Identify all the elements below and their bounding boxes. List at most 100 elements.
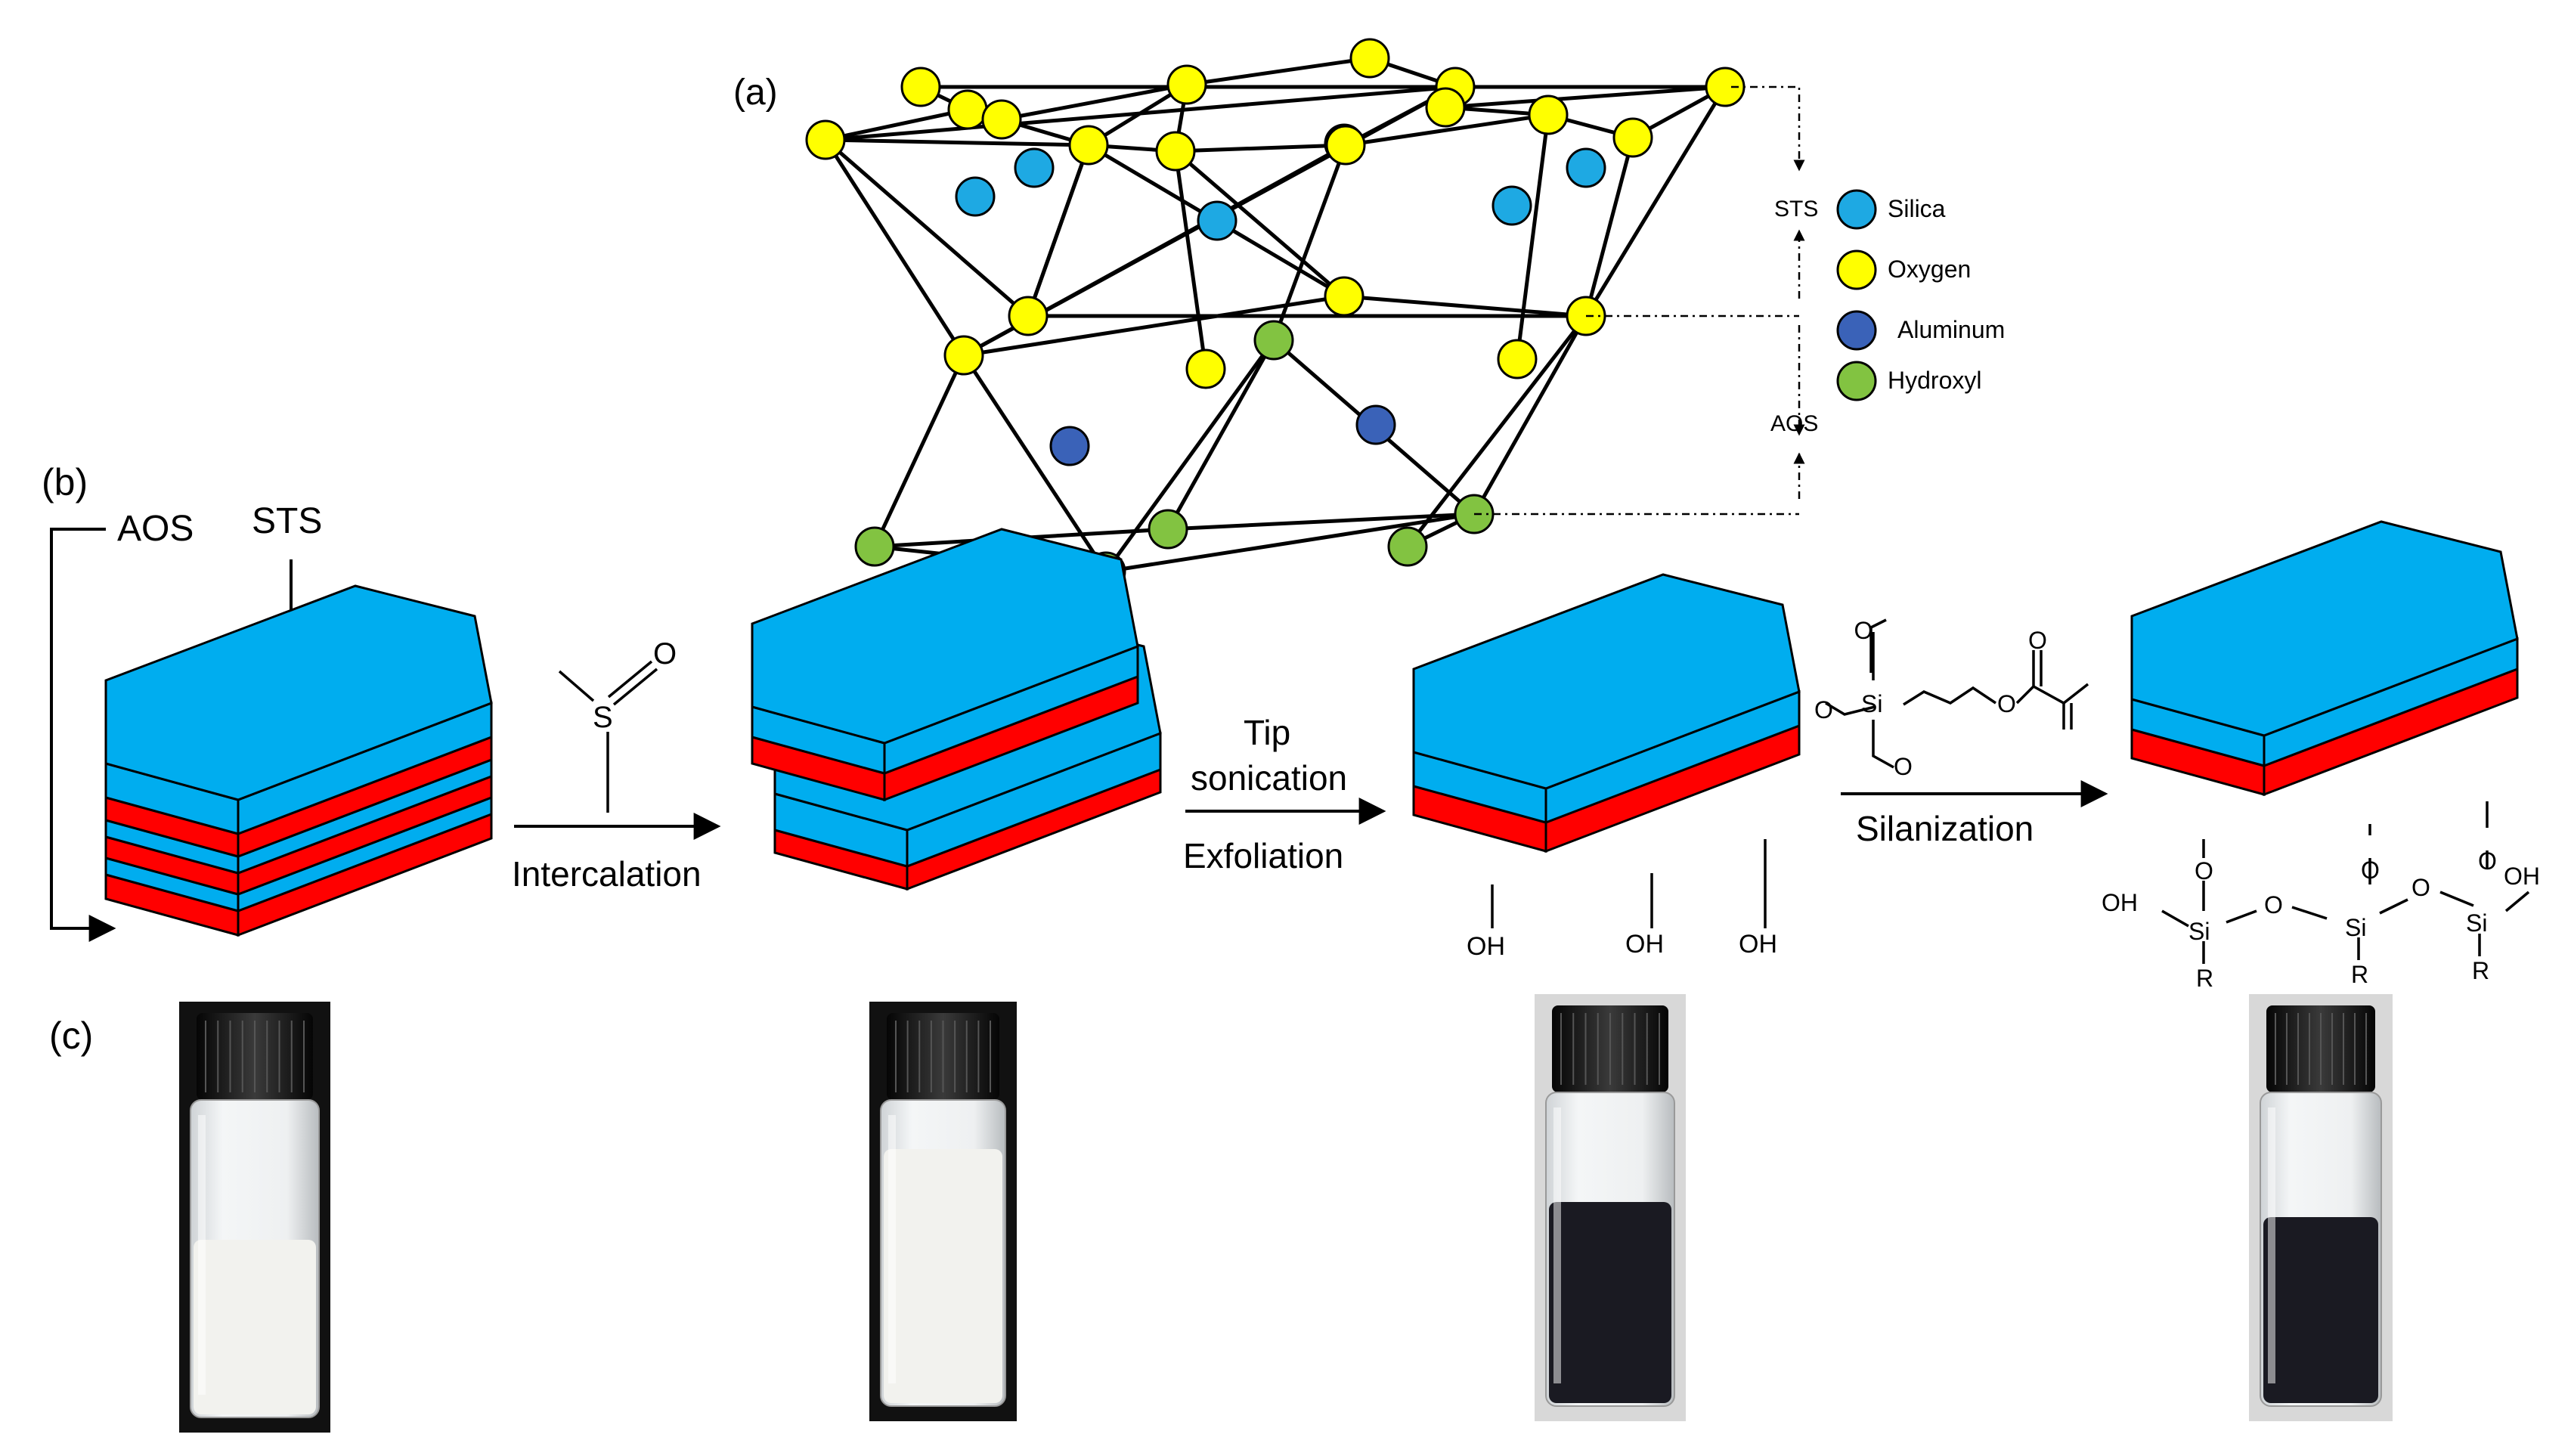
- bond: [1105, 512, 1475, 574]
- hydroxyl-2: OH: [1625, 930, 1664, 959]
- clay-plates: [104, 520, 2519, 937]
- oxygen-atom: [1425, 87, 1466, 128]
- intercalated-plate-upper: [751, 528, 1139, 802]
- glass-highlight: [888, 1115, 896, 1383]
- graft-si-3: Si: [2466, 909, 2487, 937]
- graft-si-1: Si: [2188, 918, 2210, 945]
- silane-o-carbonyl: O: [2028, 627, 2047, 654]
- bond: [1472, 314, 1588, 516]
- oxygen-atom: [1185, 349, 1226, 389]
- legend-oxygen-label: Oxygen: [1888, 256, 1971, 283]
- silane-o-ester: O: [1997, 690, 2016, 717]
- aluminum-atom: [1049, 426, 1090, 466]
- bond: [1584, 85, 1727, 318]
- bond: [823, 138, 966, 357]
- legend-silica-marker: [1836, 189, 1877, 230]
- aluminum-atom: [1355, 404, 1396, 445]
- oxygen-atom: [1155, 131, 1196, 172]
- oxygen-atom: [805, 119, 846, 160]
- bond: [963, 294, 1345, 358]
- graft-r-3: R: [2472, 957, 2489, 984]
- bond: [1175, 143, 1346, 153]
- dmso-molecule: [558, 660, 658, 813]
- bond: [1345, 113, 1549, 147]
- vials: [179, 994, 2393, 1433]
- oxygen-atom: [947, 89, 988, 130]
- oxygen-atom: [1325, 125, 1366, 166]
- legend-hydroxyl-label: Hydroxyl: [1888, 367, 1981, 394]
- bond: [1166, 339, 1276, 531]
- graft-si-2: Si: [2345, 914, 2366, 941]
- vial-liquid: [1549, 1202, 1671, 1403]
- dmso-s-atom: S: [593, 701, 613, 734]
- plate-top-face: [2130, 520, 2519, 737]
- glass-highlight: [2268, 1107, 2275, 1383]
- bond: [1272, 144, 1348, 341]
- hydroxyl-1: OH: [1467, 932, 1505, 961]
- structure-atoms: [805, 38, 1745, 592]
- oxygen-atom: [1008, 296, 1049, 336]
- bond: [825, 138, 1089, 147]
- plate-top-face: [751, 528, 1139, 745]
- graft-oh-1: OH: [2102, 889, 2138, 916]
- oxygen-atom: [943, 335, 984, 376]
- oxygen-atom: [1068, 125, 1109, 166]
- legend-hydroxyl-marker: [1836, 361, 1877, 401]
- bond: [1343, 294, 1587, 318]
- graft-o-3: O: [2478, 847, 2497, 875]
- hydroxyl-atom: [1148, 509, 1188, 550]
- silica-atom: [1491, 185, 1532, 226]
- graft-o-bridge-1: O: [2264, 891, 2283, 919]
- hydroxyl-atom: [1387, 526, 1428, 567]
- hydroxyl-atom: [1253, 320, 1294, 361]
- bond: [1445, 85, 1726, 110]
- bond: [1174, 150, 1346, 298]
- silica-atom: [955, 176, 996, 217]
- vial-liquid: [194, 1240, 316, 1414]
- panel-label-b: (b): [42, 461, 88, 503]
- oxygen-atom: [1324, 276, 1364, 317]
- silica-atom: [1197, 200, 1237, 241]
- bond: [1026, 144, 1091, 317]
- exfoliation-scheme: (b) AOS STS S O Intercalation Tip sonica…: [42, 461, 2540, 992]
- silane-o-left: O: [1814, 696, 1833, 723]
- vial-liquid: [884, 1149, 1002, 1403]
- crystal-structure-diagram: (a) STS AOS Silica Oxygen Aluminum Hydro…: [733, 38, 2005, 592]
- oxygen-atom: [1612, 117, 1653, 158]
- legend: Silica Oxygen Aluminum Hydroxyl: [1836, 189, 2005, 401]
- bond: [1186, 56, 1371, 87]
- oxygen-atom: [1497, 339, 1538, 379]
- glass-highlight: [198, 1115, 206, 1395]
- oxygen-atom: [1166, 64, 1207, 105]
- exfoliation-label: Exfoliation: [1183, 836, 1343, 875]
- vial-silanized: [2249, 994, 2393, 1421]
- plate-top-face: [104, 584, 493, 801]
- vial-photographs: (c): [49, 994, 2393, 1433]
- legend-oxygen-marker: [1836, 249, 1877, 290]
- bond: [1173, 150, 1208, 370]
- bond: [1167, 512, 1475, 531]
- exfoliated-plate: [1412, 573, 1801, 853]
- panel-label-c: (c): [49, 1015, 93, 1057]
- graft-r-1: R: [2196, 965, 2213, 992]
- grafted-silane-network: [2161, 801, 2530, 964]
- glass-highlight: [1553, 1107, 1561, 1383]
- silane-o-top: O: [1854, 617, 1873, 644]
- aos-bracket: [50, 528, 116, 942]
- silane-si: Si: [1861, 690, 1882, 717]
- sts-layer-label: STS: [1774, 197, 1818, 221]
- hydroxyl-atom: [854, 526, 895, 567]
- tip-label: Tip: [1244, 713, 1290, 752]
- legend-silica-label: Silica: [1888, 195, 1946, 222]
- bond: [1001, 82, 1188, 122]
- vial-liquid: [2263, 1217, 2378, 1403]
- silanized-plate: [2130, 520, 2519, 797]
- silane-o-bottom: O: [1894, 753, 1913, 780]
- oxygen-atom: [900, 67, 941, 107]
- bond: [872, 354, 966, 548]
- vial-pristine: [179, 1002, 330, 1433]
- oxygen-atom: [1349, 38, 1390, 79]
- graft-o-2: O: [2361, 857, 2380, 884]
- legend-aluminum-marker: [1836, 310, 1877, 351]
- layer-guides: [1474, 85, 1805, 516]
